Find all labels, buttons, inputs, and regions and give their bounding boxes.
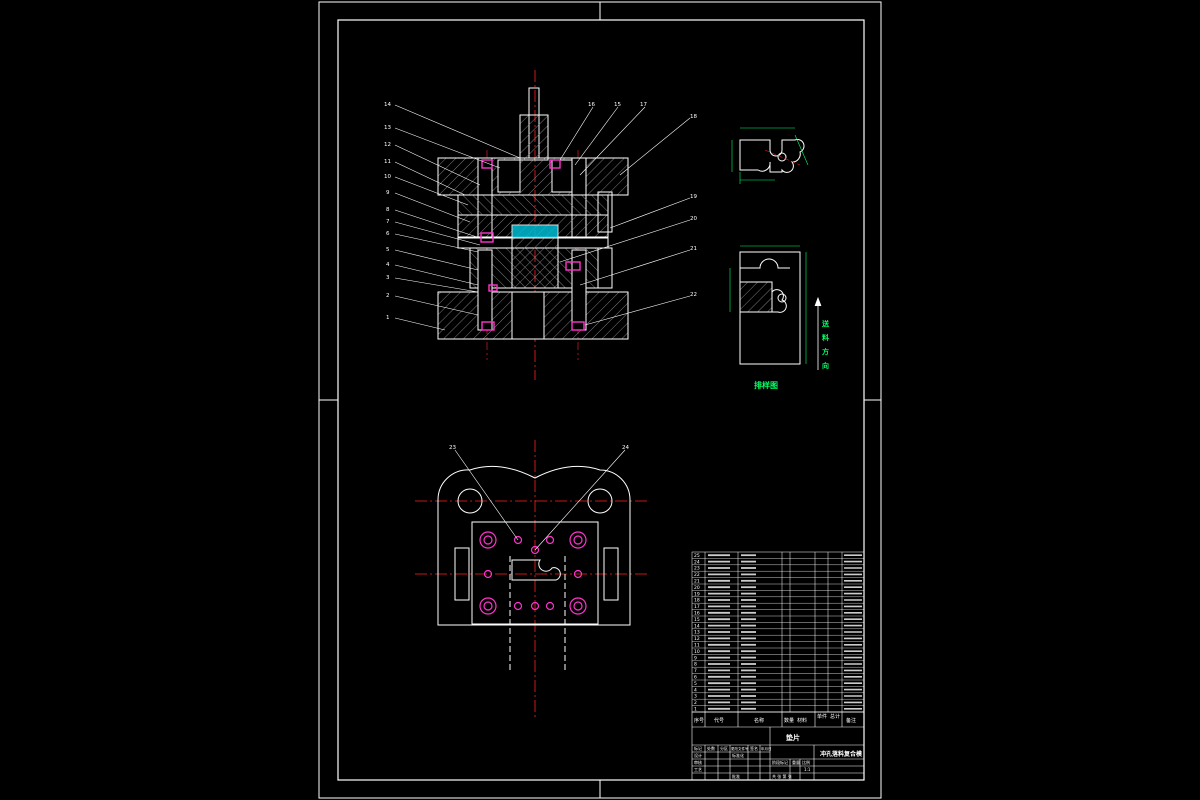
leader-label: 2 — [386, 293, 390, 299]
leader-label: 6 — [386, 231, 390, 237]
leader-label: 19 — [690, 194, 697, 200]
feed-direction-label: 送 — [821, 319, 830, 328]
weight-label: 重量 — [792, 759, 800, 765]
sheet-frame — [318, 1, 882, 799]
scale-value: 1:1 — [804, 767, 811, 772]
bom-row-number: 17 — [694, 604, 700, 610]
process-label: 工艺 — [694, 767, 702, 772]
bom-header-cell: 备注 — [846, 717, 856, 724]
leader-label: 20 — [690, 216, 697, 222]
bom-row-number: 10 — [694, 649, 700, 655]
leader-label: 10 — [384, 174, 391, 180]
feed-direction-label: 方 — [822, 347, 829, 356]
leader-label: 22 — [690, 292, 697, 298]
stage-label: 阶段标记 — [772, 759, 788, 765]
bom-row-number: 8 — [694, 662, 697, 668]
drawing-title: 冲孔落料复合模 — [820, 750, 863, 758]
bom-header-cell: 单件 — [817, 713, 827, 720]
feed-direction-label: 料 — [822, 333, 829, 342]
bom-row-number: 16 — [694, 611, 700, 617]
leader-label: 1 — [386, 315, 390, 321]
bom-row-number: 23 — [694, 566, 700, 572]
check-label: 审核 — [694, 759, 702, 765]
leader-label: 8 — [386, 207, 390, 213]
approve-label: 批准 — [732, 773, 740, 779]
bom-row-number: 1 — [694, 707, 697, 713]
strip-layout: 送 料 方 向 排样图 — [729, 245, 830, 390]
plan-view-lower-die: 23 24 — [415, 440, 650, 720]
bom-row-number: 18 — [694, 598, 700, 604]
title-block-label: 更改文件号 — [731, 746, 749, 751]
title-block-label: 分区 — [720, 745, 728, 751]
bom-row-number: 9 — [694, 655, 697, 661]
bom-row-number: 13 — [694, 630, 700, 636]
bom-row-number: 14 — [694, 623, 700, 629]
leader-label: 24 — [622, 445, 629, 451]
leader-label: 16 — [588, 102, 595, 108]
bom-header-cell: 材料 — [797, 717, 807, 724]
bom-header-cell: 名称 — [754, 717, 764, 724]
leader-label: 15 — [614, 102, 621, 108]
part-drawing — [731, 127, 809, 184]
design-label: 设计 — [694, 752, 702, 758]
leader-label: 9 — [386, 190, 390, 196]
bom-row-number: 15 — [694, 617, 700, 623]
sheets-label: 共 张 第 张 — [772, 773, 792, 779]
standard-label: 标准化 — [732, 752, 744, 758]
leader-label: 13 — [384, 125, 391, 131]
title-block — [691, 711, 865, 781]
title-block-label: 处数 — [707, 745, 715, 751]
bom-row-number: 24 — [694, 559, 700, 565]
bom-row-number: 3 — [694, 694, 697, 700]
section-view-die-assembly: 14 13 12 11 10 9 8 7 6 5 4 3 2 1 16 15 1… — [384, 70, 697, 380]
leader-label: 3 — [386, 275, 390, 281]
bom-row-number: 19 — [694, 591, 700, 597]
bom-header-cell: 总计 — [830, 713, 840, 720]
leader-label: 11 — [384, 159, 391, 165]
bom-row-number: 11 — [694, 643, 700, 649]
leader-label: 14 — [384, 102, 391, 108]
bom-row-number: 21 — [694, 579, 700, 585]
feed-direction-label: 向 — [822, 361, 829, 370]
bom-row-number: 4 — [694, 687, 697, 693]
bom-header-cell: 代号 — [714, 717, 724, 724]
scale-label: 比例 — [802, 759, 810, 765]
bom-header-cell: 序号 — [694, 717, 704, 724]
bom-row-number: 6 — [694, 675, 697, 681]
bom-row-number: 7 — [694, 668, 697, 674]
leader-label: 5 — [386, 247, 390, 253]
leader-label: 17 — [640, 102, 647, 108]
bom-header-cell: 数量 — [784, 717, 794, 724]
bom-row-number: 2 — [694, 700, 697, 706]
bom-row-number: 22 — [694, 572, 700, 578]
leader-label: 21 — [690, 246, 697, 252]
bom-row-number: 20 — [694, 585, 700, 591]
strip-layout-title: 排样图 — [754, 380, 778, 390]
leader-label: 12 — [384, 142, 391, 148]
leader-label: 7 — [386, 219, 390, 225]
title-block-label: 年月日 — [761, 746, 772, 751]
bom-row-number: 5 — [694, 681, 697, 687]
bom-rows: 2524232221201918171615141312111098765432… — [692, 553, 864, 713]
title-block-label: 签名 — [750, 745, 758, 751]
product-name: 垫片 — [786, 733, 800, 742]
leader-label: 23 — [449, 445, 456, 451]
leader-label: 18 — [690, 114, 697, 120]
bom-row-number: 25 — [694, 553, 700, 559]
leader-label: 4 — [386, 262, 390, 268]
bom-row-number: 12 — [694, 636, 700, 642]
title-block-label: 标记 — [694, 745, 702, 751]
